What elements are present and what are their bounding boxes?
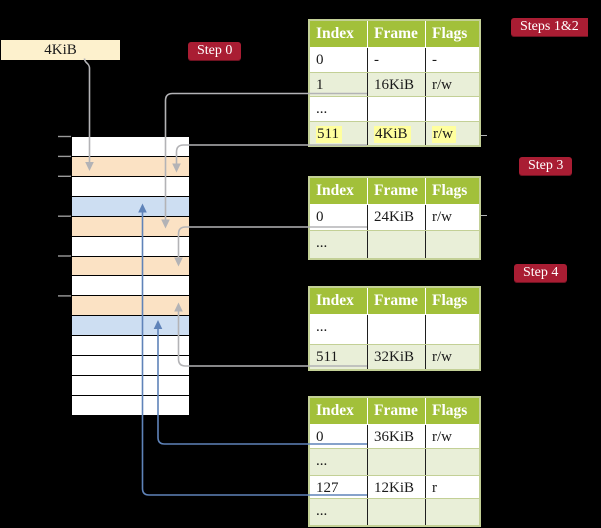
column-header-flags: Flags [425,398,479,424]
table-row: 0 24KiB r/w [310,205,479,230]
table-row: ... [310,498,479,525]
column-header-flags: Flags [425,21,479,47]
badge-step-0: Step 0 [188,42,242,61]
cell-flags [425,97,479,121]
memory-row-11 [72,356,189,377]
table-row: 1 16KiB r/w [310,72,479,97]
memory-row-4 [72,216,189,237]
arrow-table1-entry511-to-frame-4kib [172,144,367,173]
cell-flags [425,315,479,344]
memory-row-13 [72,395,189,415]
cell-frame: 16KiB [367,73,425,97]
page-table-leaf: Index Frame Flags 0 36KiB r/w ... 127 12… [308,396,481,527]
cell-flags: - [425,48,479,73]
column-header-frame: Frame [367,398,425,424]
table-row: ... [310,448,479,475]
table-row: 0 - - [310,48,479,73]
cell-index: 1 [316,77,324,94]
cell-frame: 32KiB [367,345,425,369]
cell-frame: 12KiB [367,476,425,498]
cell-frame: - [367,48,425,73]
column-header-flags: Flags [425,288,479,314]
root-pointer-box: 4KiB [1,40,120,60]
cell-index: 511 [310,122,367,145]
column-header-frame: Frame [367,21,425,47]
cell-index: 511 [316,349,338,365]
memory-row-12 [72,376,189,396]
memory-row-8 [72,296,189,317]
cell-index: ... [316,503,328,519]
memory-row-3 [72,196,189,217]
column-header-frame: Frame [367,178,425,204]
badge-step-4: Step 4 [514,264,568,283]
cell-index: 0 [316,429,324,445]
memory-row-1 [72,156,189,177]
cell-index: ... [316,235,328,251]
memory-row-10 [72,336,189,357]
cell-frame [367,231,425,258]
memory-row-6 [72,256,189,277]
column-header-frame: Frame [367,288,425,314]
cell-frame [367,449,425,475]
cell-flags: r/w [425,73,479,97]
cell-index: 0 [316,52,324,68]
table-header-row: Index Frame Flags [310,21,479,48]
table-row: ... [310,96,479,121]
table-row: 511 32KiB r/w [310,344,479,369]
memory-row-7 [72,276,189,297]
badge-steps-1-2: Steps 1&2 [511,18,588,37]
cell-flags: r/w [425,205,479,230]
memory-row-0 [72,137,189,157]
cell-frame: 4KiB [367,121,425,145]
cell-flags [425,231,479,258]
table-row: ... [310,230,479,258]
highlighted-value: r/w [432,125,456,143]
cell-flags: r/w [425,425,479,448]
cell-index: 127 [316,480,339,496]
table-header-row: Index Frame Flags [310,178,479,205]
table-row: ... [310,315,479,344]
cell-index: ... [316,319,328,335]
table-header-row: Index Frame Flags [310,288,479,315]
badge-step-3: Step 3 [519,157,573,176]
memory-row-5 [72,236,189,257]
cell-flags: r [425,476,479,498]
column-header-index: Index [316,182,354,199]
cell-frame: 36KiB [367,425,425,448]
cell-frame [367,499,425,525]
table-header-row: Index Frame Flags [310,398,479,425]
column-header-index: Index [316,402,354,419]
cell-flags: r/w [425,121,479,145]
physical-memory-column [71,136,190,416]
cell-index: ... [316,101,328,118]
memory-tick-marks [58,135,71,297]
cell-flags [425,449,479,475]
page-table-step-4: Index Frame Flags ... 511 32KiB r/w [308,286,481,371]
memory-row-9 [72,316,189,337]
cell-flags: r/w [425,345,479,369]
cell-index: 0 [316,209,324,225]
cell-frame [367,97,425,121]
highlighted-value: 511 [316,125,342,143]
page-table-steps-1-2: Index Frame Flags 0 - - 1 16KiB r/w ... … [308,19,481,147]
cell-frame [367,315,425,344]
column-header-flags: Flags [425,178,479,204]
column-header-index: Index [316,292,354,309]
highlighted-value: 4KiB [374,125,411,143]
table-row-recursive-mapping: 511 4KiB r/w [310,120,479,145]
page-table-step-3: Index Frame Flags 0 24KiB r/w ... [308,176,481,260]
cell-frame: 24KiB [367,205,425,230]
cell-flags [425,499,479,525]
table-row: 0 36KiB r/w [310,425,479,448]
memory-row-2 [72,176,189,197]
table-row: 127 12KiB r [310,475,479,498]
cell-index: ... [316,453,328,469]
column-header-index: Index [316,25,354,42]
